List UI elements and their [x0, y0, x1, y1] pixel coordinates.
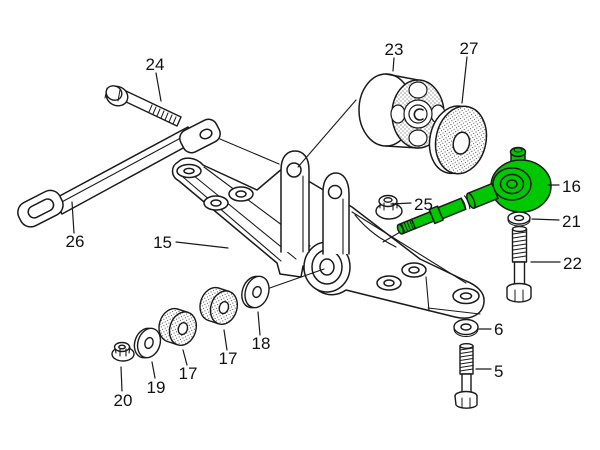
label-27[interactable]: 27	[460, 39, 479, 58]
label-6[interactable]: 6	[494, 320, 503, 339]
leader-lines	[71, 56, 561, 392]
label-15[interactable]: 15	[153, 233, 172, 252]
part-6-washer	[453, 318, 479, 337]
part-27-washer-disc	[428, 105, 488, 175]
part-18-washer	[241, 275, 270, 309]
label-17b[interactable]: 17	[219, 349, 238, 368]
part-25-nut	[375, 194, 403, 220]
part-labels: 24 26 23 27 15 16 25 21 22 6 5 20 19 17 …	[66, 39, 582, 410]
label-22[interactable]: 22	[563, 254, 582, 273]
part-17-bushing-a	[158, 307, 198, 346]
label-16[interactable]: 16	[562, 177, 581, 196]
part-16-mount	[396, 146, 552, 235]
label-21[interactable]: 21	[562, 212, 581, 231]
label-24[interactable]: 24	[146, 55, 165, 74]
part-15-crossmember	[171, 150, 485, 319]
label-20[interactable]: 20	[114, 391, 133, 410]
label-25[interactable]: 25	[414, 195, 433, 214]
label-26[interactable]: 26	[66, 232, 85, 251]
part-22-bolt	[506, 225, 532, 303]
assembly-lines	[219, 99, 403, 291]
part-21-washer	[507, 211, 531, 227]
part-26-strut	[17, 118, 221, 228]
label-19[interactable]: 19	[147, 378, 166, 397]
part-19-washer	[133, 327, 162, 359]
part-20-nut	[111, 341, 135, 362]
label-23[interactable]: 23	[385, 40, 404, 59]
part-17-bushing-b	[199, 286, 239, 325]
part-24-bolt	[104, 85, 182, 127]
central-ring	[303, 241, 351, 293]
label-5[interactable]: 5	[494, 362, 503, 381]
part-5-bolt	[454, 343, 478, 409]
label-18[interactable]: 18	[252, 334, 271, 353]
label-17a[interactable]: 17	[179, 364, 198, 383]
